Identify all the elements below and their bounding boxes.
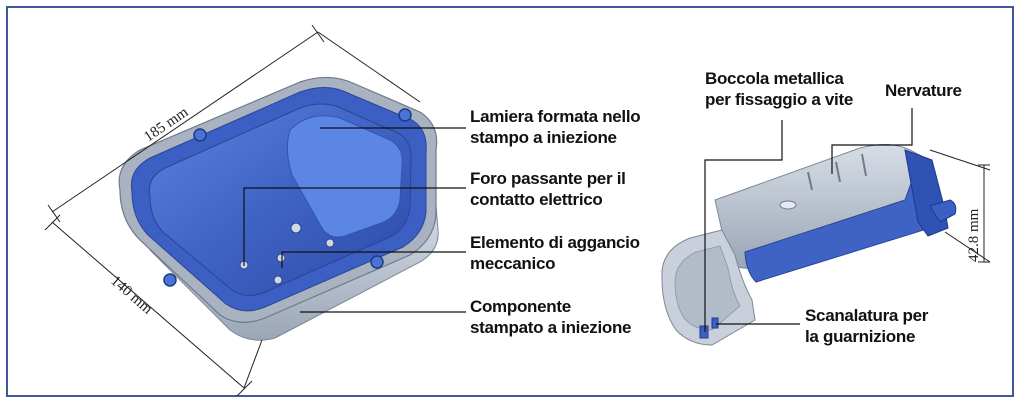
hole-icon bbox=[276, 253, 286, 263]
dimension-label-height: 42.8 mm bbox=[966, 208, 982, 262]
hole-icon bbox=[325, 238, 335, 248]
label-through-hole: Foro passante per il contatto elettrico bbox=[470, 169, 626, 209]
rib-icon bbox=[835, 161, 841, 183]
leader-lines-left bbox=[243, 127, 466, 313]
rib-icon bbox=[861, 153, 867, 177]
hole-icon bbox=[273, 275, 283, 285]
label-mechanical-hook: Elemento di aggancio meccanico bbox=[470, 233, 640, 273]
groove-icon bbox=[711, 317, 719, 329]
dimension-140 bbox=[44, 214, 263, 397]
groove-icon bbox=[699, 325, 709, 339]
label-bushing: Boccola metallica per fissaggio a vite bbox=[705, 69, 853, 109]
bracket-end-tab bbox=[929, 199, 957, 223]
dimension-label-width: 140 mm bbox=[107, 273, 155, 318]
formed-sheet-pocket bbox=[286, 115, 403, 238]
tray-part bbox=[118, 76, 439, 341]
dimension-185 bbox=[47, 24, 421, 223]
label-ribs: Nervature bbox=[885, 81, 962, 100]
corner-bushing-icon bbox=[398, 108, 412, 122]
label-formed-sheet: Lamiera formata nello stampo a iniezione bbox=[470, 107, 641, 147]
dimension-42-8 bbox=[929, 149, 991, 263]
corner-bushing-icon bbox=[370, 255, 384, 269]
hole-icon bbox=[290, 222, 302, 234]
label-groove: Scanalatura per la guarnizione bbox=[805, 306, 929, 346]
bushing-icon bbox=[779, 200, 797, 210]
corner-bushing-icon bbox=[163, 273, 177, 287]
bracket-part bbox=[661, 144, 957, 346]
corner-bushing-icon bbox=[193, 128, 207, 142]
label-injection-molded: Componente stampato a iniezione bbox=[470, 297, 632, 337]
bracket-flange-inner bbox=[674, 245, 741, 331]
leader-lines-right bbox=[704, 108, 913, 332]
rib-icon bbox=[807, 171, 813, 191]
